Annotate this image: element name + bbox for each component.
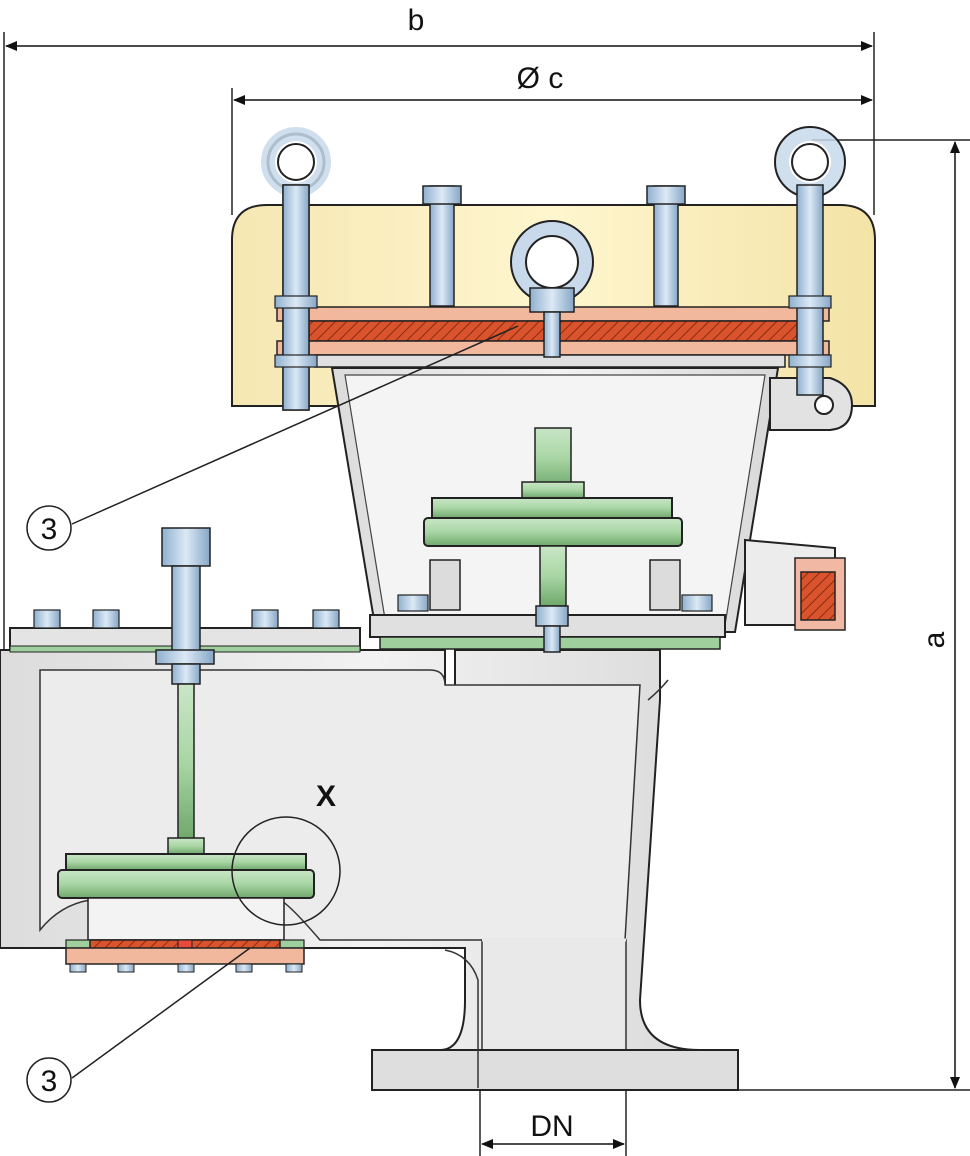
lower-valve-pallet bbox=[57, 837, 315, 941]
dimension-b: b bbox=[3, 4, 875, 650]
item-3-lower-label: 3 bbox=[41, 1065, 58, 1098]
left-flange-nuts bbox=[33, 609, 340, 629]
dimension-dn-label: DN bbox=[530, 1110, 573, 1143]
hood-bolts bbox=[261, 126, 846, 411]
dimension-a: a bbox=[700, 139, 970, 1091]
detail-x-callout: X bbox=[231, 780, 341, 926]
lower-seat-ring bbox=[65, 939, 305, 973]
lower-valve-spindle bbox=[155, 527, 215, 840]
item-3-upper-callout: 3 bbox=[26, 325, 519, 551]
dimension-dn: DN bbox=[479, 1090, 627, 1156]
item-3-upper-label: 3 bbox=[41, 513, 58, 546]
detail-x-label: X bbox=[316, 780, 336, 813]
dimension-c: Ø c bbox=[231, 62, 873, 215]
hood-flange-assembly bbox=[276, 306, 830, 368]
dimension-a-label: a bbox=[918, 631, 951, 648]
dimension-b-label: b bbox=[408, 4, 425, 37]
upper-seat-nuts bbox=[397, 594, 713, 612]
side-arrester-port bbox=[744, 538, 846, 631]
upper-valve-pallet bbox=[423, 427, 683, 653]
dimension-c-label: Ø c bbox=[517, 62, 564, 95]
item-3-lower-callout: 3 bbox=[26, 947, 251, 1103]
